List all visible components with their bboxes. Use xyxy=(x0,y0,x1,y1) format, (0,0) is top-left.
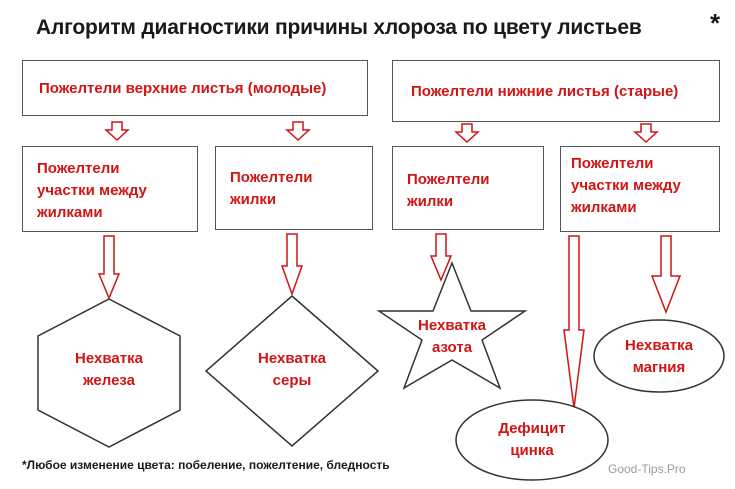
arrow-upper-left xyxy=(104,121,130,142)
box-upper-veins-line2: жилки xyxy=(230,191,277,208)
arrow-to-magnesium xyxy=(650,235,682,315)
footnote: *Любое изменение цвета: побеление, пожел… xyxy=(22,458,390,472)
diagram-title: Алгоритм диагностики причины хлороза по … xyxy=(36,16,642,39)
result-magnesium: Нехватка магния xyxy=(605,335,713,379)
box-lower-between-line1: Пожелтели xyxy=(571,155,654,172)
box-lower-between-line3: жилками xyxy=(571,199,637,216)
result-zinc-line2: цинка xyxy=(510,442,554,459)
box-lower-between-line2: участки между xyxy=(571,177,681,194)
box-lower-veins: Пожелтели жилки xyxy=(392,146,544,230)
title-asterisk: * xyxy=(710,8,721,38)
star-nitrogen xyxy=(376,260,528,390)
result-sulfur: Нехватка серы xyxy=(232,348,352,392)
result-iron-line1: Нехватка xyxy=(75,350,143,367)
result-nitrogen-line2: азота xyxy=(431,339,473,356)
watermark: Good-Tips.Pro xyxy=(608,462,686,476)
result-nitrogen: Нехватка азота xyxy=(402,315,502,359)
arrow-to-zinc xyxy=(563,235,585,409)
ellipse-zinc xyxy=(455,399,609,481)
box-upper-veins-line1: Пожелтели xyxy=(230,169,313,186)
box-lower-leaves-label: Пожелтели нижние листья (старые) xyxy=(411,83,679,100)
result-zinc-line1: Дефицит xyxy=(498,420,566,437)
box-upper-leaves-label: Пожелтели верхние листья (молодые) xyxy=(39,80,327,97)
result-magnesium-line1: Нехватка xyxy=(625,337,693,354)
box-upper-veins: Пожелтели жилки xyxy=(215,146,373,230)
result-magnesium-line2: магния xyxy=(632,359,686,376)
arrow-lower-left xyxy=(454,123,480,144)
box-lower-veins-line2: жилки xyxy=(407,193,454,210)
box-upper-between-line3: жилками xyxy=(37,204,103,221)
result-sulfur-line2: серы xyxy=(272,372,312,389)
box-lower-veins-line1: Пожелтели xyxy=(407,171,490,188)
box-lower-leaves: Пожелтели нижние листья (старые) xyxy=(392,60,720,122)
diamond-sulfur xyxy=(204,295,380,447)
hexagon-iron xyxy=(37,298,181,448)
result-iron: Нехватка железа xyxy=(54,348,164,392)
result-iron-line2: железа xyxy=(82,372,136,389)
box-upper-between-line1: Пожелтели xyxy=(37,160,120,177)
box-upper-between-line2: участки между xyxy=(37,182,147,199)
arrow-to-nitrogen xyxy=(429,233,453,282)
box-lower-between-veins: Пожелтели участки между жилками xyxy=(560,146,720,232)
result-sulfur-line1: Нехватка xyxy=(258,350,326,367)
result-zinc: Дефицит цинка xyxy=(484,418,580,462)
arrow-to-sulfur xyxy=(280,233,304,297)
arrow-upper-right xyxy=(285,121,311,142)
arrow-to-iron xyxy=(97,235,121,300)
box-upper-between-veins: Пожелтели участки между жилками xyxy=(22,146,198,232)
ellipse-magnesium xyxy=(593,319,725,393)
result-nitrogen-line1: Нехватка xyxy=(418,317,486,334)
arrow-lower-right xyxy=(633,123,659,144)
box-upper-leaves: Пожелтели верхние листья (молодые) xyxy=(22,60,368,116)
